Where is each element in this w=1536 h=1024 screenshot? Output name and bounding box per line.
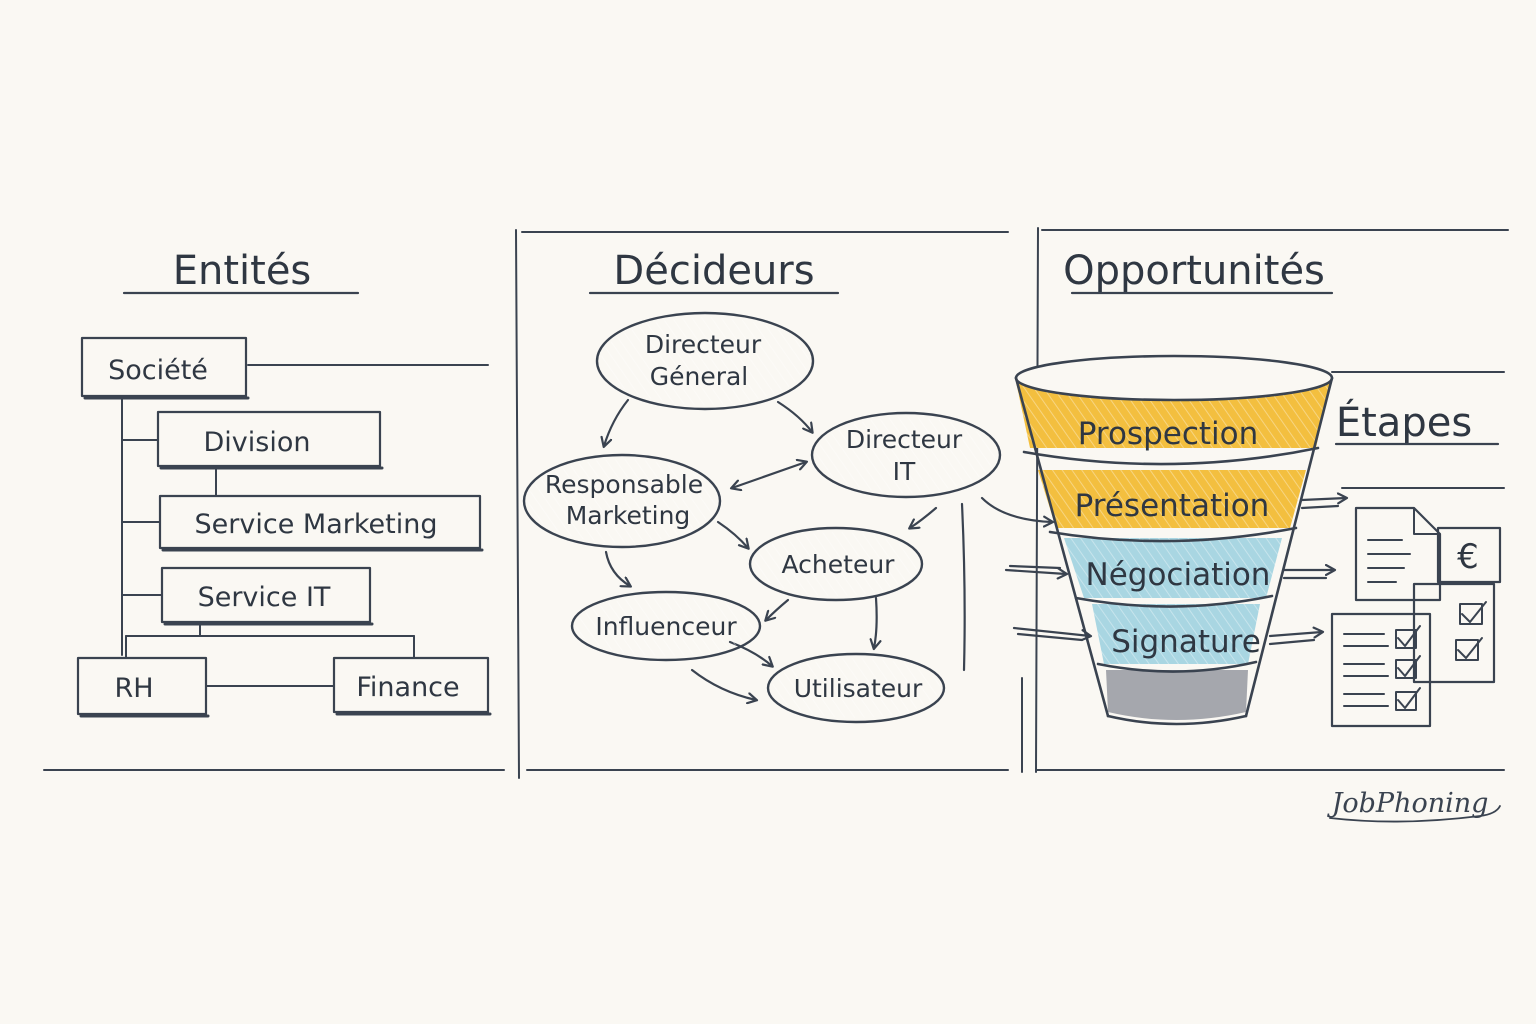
euro-symbol: €	[1457, 537, 1479, 577]
decideur-node-directeur-it: Directeur IT	[810, 411, 1002, 499]
entity-label: Service Marketing	[195, 509, 438, 540]
document-icon-stack: €	[1330, 506, 1502, 728]
org-connectors	[121, 397, 415, 687]
funnel-stage-label: Négociation	[1086, 557, 1271, 593]
panel-opportunites: Opportunités	[980, 248, 1502, 728]
decideur-node-directeur-general: Directeur Géneral	[595, 311, 815, 411]
panel-entites: Entités Société Division	[76, 248, 492, 718]
node-label-line1: Directeur	[645, 330, 762, 359]
decideur-node-utilisateur: Utilisateur	[766, 652, 946, 724]
panel-title-decideurs: Décideurs	[613, 248, 814, 294]
entity-label: RH	[114, 673, 153, 704]
checklist-document-icon-back	[1412, 582, 1496, 684]
node-label: Acheteur	[782, 550, 896, 579]
funnel-stage-label: Prospection	[1078, 416, 1259, 452]
entity-label: Société	[108, 355, 208, 386]
entity-box-societe: Société	[80, 336, 250, 400]
decideur-node-acheteur: Acheteur	[748, 526, 924, 602]
node-label: Influenceur	[595, 612, 737, 641]
logo-text: JobPhoning	[1327, 788, 1489, 819]
node-label-line1: Directeur	[846, 425, 963, 454]
panel-title-opportunites: Opportunités	[1063, 248, 1325, 294]
funnel-input-arrows	[980, 496, 1090, 640]
decideur-node-influenceur: Influenceur	[570, 590, 762, 662]
sales-funnel: Prospection Présentation Négociation Sig…	[1014, 354, 1334, 726]
entity-box-service-marketing: Service Marketing	[158, 494, 484, 552]
entity-box-rh: RH	[76, 656, 210, 718]
funnel-output-arrows	[1268, 498, 1346, 646]
node-label-line2: IT	[893, 457, 916, 486]
panel-decideurs: Décideurs Directeur Géneral Directe	[522, 248, 1002, 724]
entity-label: Division	[204, 427, 311, 458]
decision-arrows	[604, 398, 966, 700]
node-label-line2: Marketing	[566, 501, 691, 530]
node-label-line1: Responsable	[545, 470, 703, 499]
entity-label: Finance	[356, 672, 459, 703]
panel-frames	[43, 227, 1509, 779]
jobphoning-logo: JobPhoning	[1327, 788, 1501, 823]
entity-box-service-it: Service IT	[160, 566, 374, 626]
entity-box-division: Division	[156, 410, 384, 470]
funnel-stage-label: Présentation	[1075, 488, 1270, 524]
invoice-document-icon: €	[1354, 506, 1502, 602]
checklist-document-icon-front	[1330, 612, 1432, 728]
decideur-node-responsable-marketing: Responsable Marketing	[522, 453, 722, 549]
entity-label: Service IT	[198, 582, 331, 613]
entity-box-finance: Finance	[332, 656, 492, 716]
funnel-stage-label: Signature	[1111, 624, 1261, 660]
node-label: Utilisateur	[794, 674, 923, 703]
etapes-title: Étapes	[1336, 398, 1472, 446]
node-label-line2: Géneral	[650, 362, 749, 391]
panel-title-entites: Entités	[173, 248, 312, 294]
